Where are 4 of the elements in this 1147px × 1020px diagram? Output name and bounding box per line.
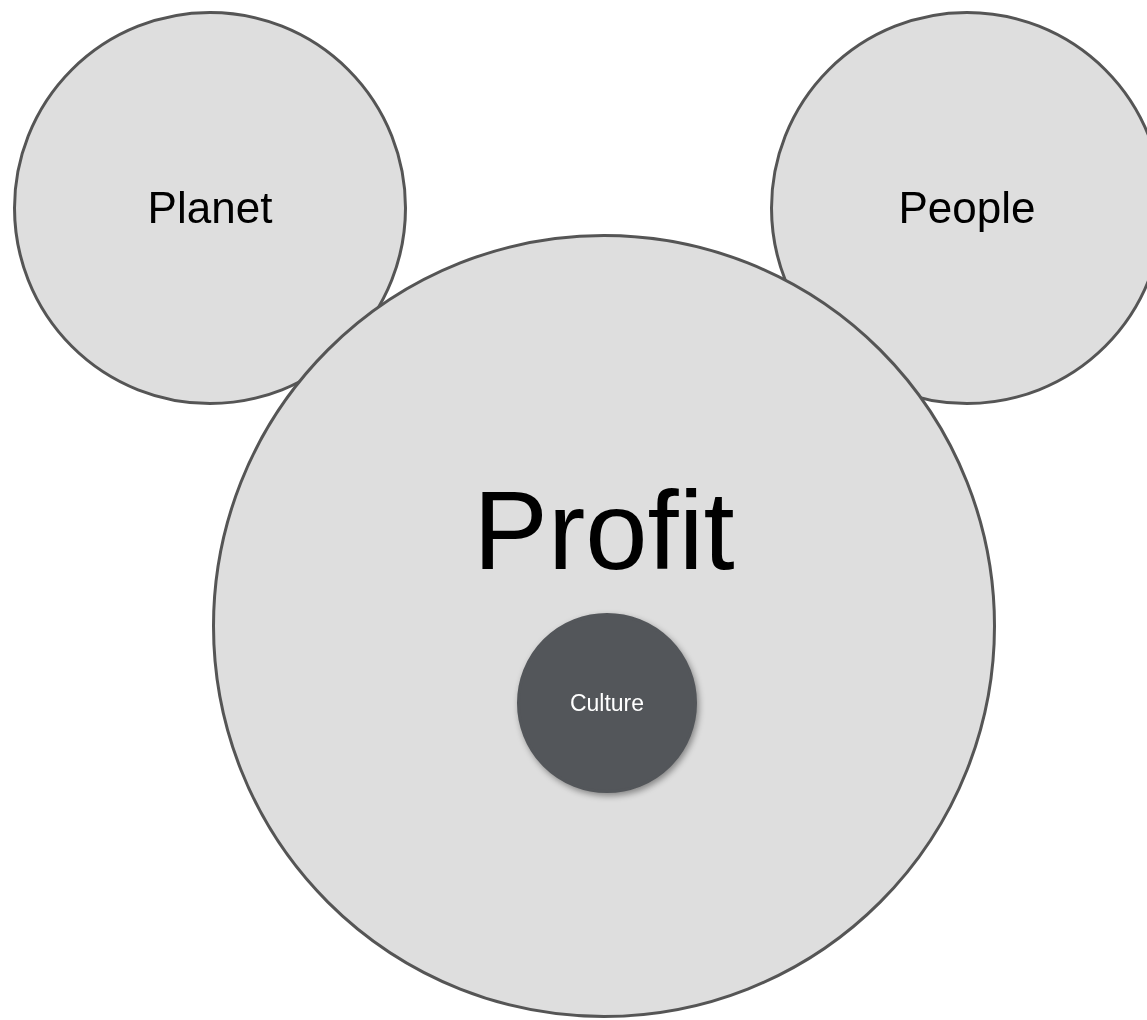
node-label: Culture [568, 689, 646, 717]
node-label: Planet [147, 182, 273, 234]
node-label: People [898, 182, 1036, 234]
node-label: Profit [473, 466, 735, 595]
